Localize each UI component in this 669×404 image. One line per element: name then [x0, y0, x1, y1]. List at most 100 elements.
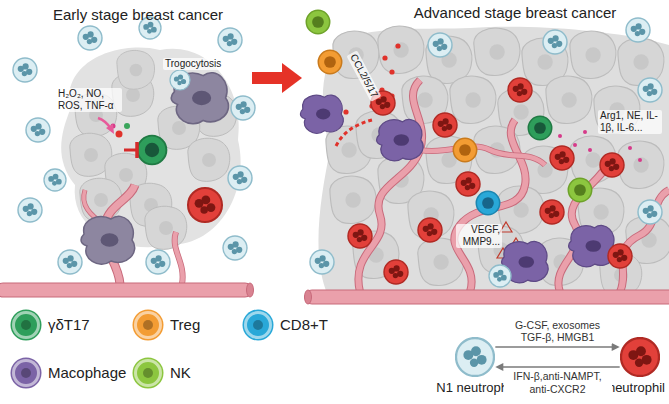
early-cells — [44, 169, 66, 191]
ros-signals — [98, 118, 137, 158]
early-cells — [223, 236, 247, 260]
early-cells — [78, 26, 102, 50]
connector-part — [612, 343, 620, 351]
advanced-cells — [528, 116, 551, 139]
edge-label: IFN-β,anti-NAMPT, anti-CXCR2 — [504, 370, 612, 395]
edge-label: G-CSF, exosomes TGF-β, HMGB1 — [504, 319, 612, 344]
advanced-cells — [568, 178, 591, 201]
panel-heading: Advanced stage breast cancer — [414, 4, 617, 22]
advanced-tumor — [618, 38, 664, 85]
tortuous-vessels — [620, 190, 669, 292]
connector-part — [282, 63, 302, 93]
early-cells — [218, 28, 242, 52]
neutrophil-circle: N2 neutrophil — [620, 337, 660, 377]
chemokine-dots — [382, 55, 387, 60]
annotation: VEGF, MMP9... — [456, 224, 502, 248]
polarization-arrow — [495, 343, 619, 351]
advanced-cells — [348, 224, 372, 248]
advanced-cells — [476, 191, 499, 214]
advanced-cells — [300, 10, 662, 287]
progression-arrow — [252, 63, 302, 93]
advanced-cells — [540, 200, 564, 224]
secreted-factors — [558, 134, 562, 138]
tortuous-vessels — [620, 190, 669, 292]
advanced-tumor — [330, 176, 376, 223]
ros-signals — [124, 123, 130, 129]
tortuous-vessels — [420, 146, 545, 165]
early-cells — [170, 70, 190, 90]
legend-text: Treg — [170, 316, 200, 334]
legend-swatch — [12, 359, 40, 387]
neutrophil-circle: N1 neutrophil — [455, 337, 495, 377]
early-vessels — [0, 185, 254, 297]
legend-swatch-nucleus — [143, 368, 153, 378]
advanced-cells — [508, 78, 532, 102]
neutrophil-shape — [620, 337, 660, 377]
tortuous-vessels — [358, 80, 422, 292]
advanced-tumor — [450, 76, 496, 123]
tortuous-vessels — [305, 290, 312, 304]
advanced-cells — [428, 33, 452, 57]
early-vessels — [0, 283, 252, 297]
advanced-cells — [310, 250, 334, 274]
early-cells — [138, 136, 167, 165]
ros-signals — [106, 124, 114, 134]
advanced-cells — [456, 172, 480, 196]
annotation: Arg1, NE, IL-1β, IL-6... — [598, 110, 662, 134]
early-cells — [228, 166, 252, 190]
advanced-cells — [608, 244, 632, 268]
advanced-tumor — [318, 27, 669, 300]
secreted-factors — [497, 130, 642, 258]
early-cells — [231, 96, 255, 120]
ros-signals — [116, 131, 123, 138]
early-cells — [18, 198, 42, 222]
advanced-cells — [550, 146, 574, 170]
legend-text: NK — [170, 364, 191, 382]
neutrophil-shape — [621, 338, 659, 376]
early-cells — [13, 17, 255, 274]
advanced-cells — [638, 78, 662, 102]
advanced-cells — [384, 260, 408, 284]
advanced-tumor — [318, 26, 669, 300]
legend-text: CD8+T — [280, 316, 328, 334]
early-cells — [188, 188, 222, 222]
chemokine-dots — [343, 109, 348, 114]
secreted-factors — [573, 143, 577, 147]
secreted-factors — [628, 146, 632, 150]
legend-swatch — [134, 311, 162, 339]
legend-text: γδT17 — [48, 316, 90, 334]
chemokine-dots — [389, 69, 394, 74]
stage-panel: Advanced stage breast cancer — [302, 0, 669, 300]
legend-text: Macophage — [48, 364, 126, 382]
panel-heading: Early stage breast cancer — [53, 6, 223, 24]
chemokine-dots — [395, 43, 400, 48]
tortuous-vessels — [305, 290, 669, 304]
neutrophil-shape — [455, 337, 495, 377]
advanced-cells — [489, 265, 511, 287]
annotation: Trogocytosis — [163, 58, 223, 70]
advanced-tumor — [618, 141, 664, 188]
secreted-factors — [588, 148, 592, 152]
advanced-cells — [569, 225, 616, 266]
secreted-factors — [638, 158, 642, 162]
legend-swatch-nucleus — [21, 368, 31, 378]
ros-signals — [124, 149, 136, 152]
early-vessels — [175, 232, 183, 284]
connector-part — [495, 346, 613, 347]
advanced-cells — [543, 30, 567, 54]
advanced-cells — [300, 95, 343, 133]
early-tumor — [61, 48, 240, 250]
early-cells — [13, 58, 37, 82]
early-vessels — [175, 232, 183, 284]
legend-swatch — [244, 311, 272, 339]
early-tumor — [145, 206, 187, 249]
early-cells — [58, 250, 82, 274]
advanced-cells — [638, 200, 662, 224]
ros-signals — [135, 142, 139, 158]
advanced-tumor — [570, 31, 616, 78]
tortuous-vessels — [358, 80, 422, 292]
advanced-cells — [418, 218, 442, 242]
early-cells — [81, 216, 135, 264]
connector-part — [502, 366, 620, 367]
